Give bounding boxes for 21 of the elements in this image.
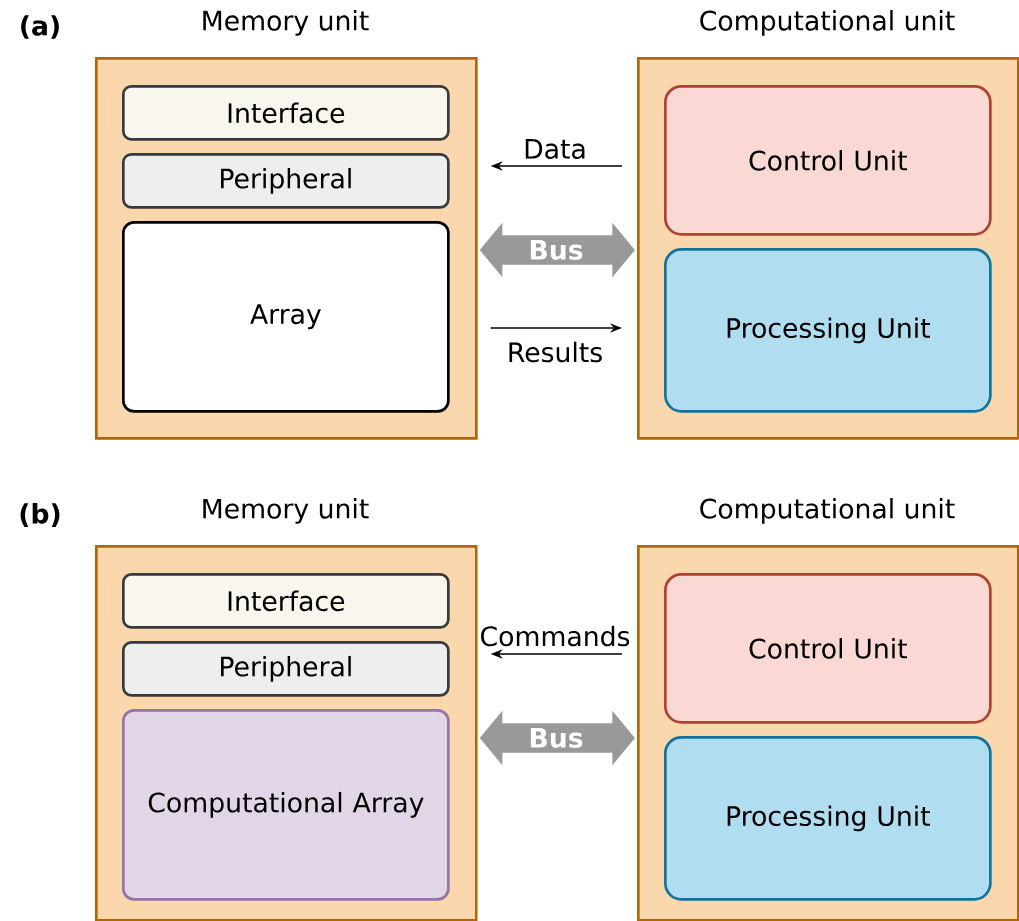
unit-heading: Computational unit xyxy=(700,10,955,36)
unit-heading: Computational unit xyxy=(700,498,955,524)
panel-label: (a) xyxy=(21,15,59,39)
processing-unit-box: Processing Unit xyxy=(664,248,992,413)
control-unit-box: Control Unit xyxy=(664,85,992,236)
edge-label: Data xyxy=(521,137,589,161)
processing-unit-box: Processing Unit xyxy=(664,736,992,901)
peripheral-box: Peripheral xyxy=(122,641,450,697)
panel-label: (b) xyxy=(20,503,60,527)
control-unit-box: Control Unit xyxy=(664,573,992,724)
unit-heading: Memory unit xyxy=(203,498,369,524)
edge-label: Bus xyxy=(530,728,583,748)
computational-array-box: Computational Array xyxy=(122,709,450,901)
edge-label: Results xyxy=(505,340,605,364)
edge-label: Commands xyxy=(478,624,632,648)
interface-box: Interface xyxy=(122,85,450,141)
edge-label: Bus xyxy=(530,240,583,260)
unit-heading: Memory unit xyxy=(203,10,369,36)
array-box: Array xyxy=(122,221,450,413)
peripheral-box: Peripheral xyxy=(122,153,450,209)
interface-box: Interface xyxy=(122,573,450,629)
